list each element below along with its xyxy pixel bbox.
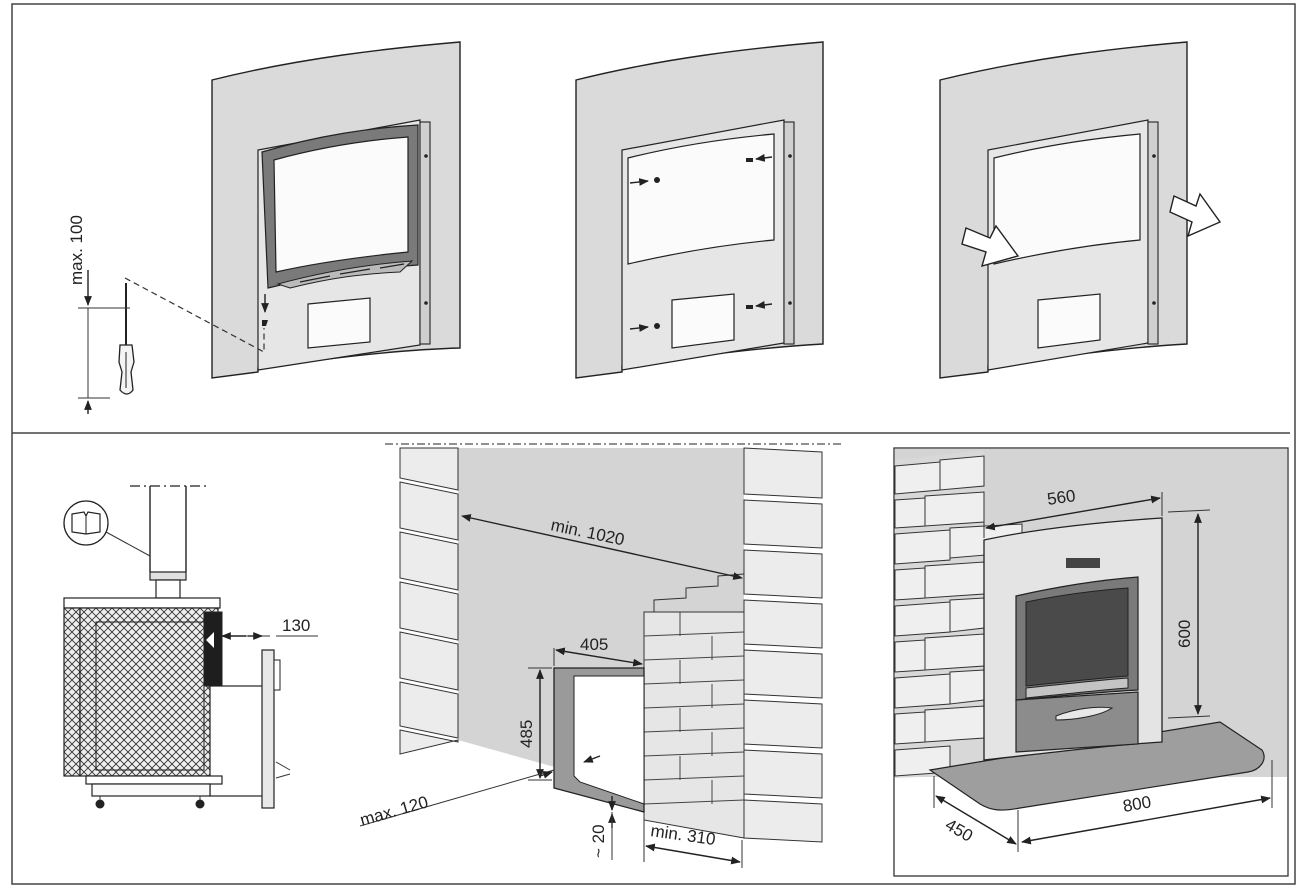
dim-405: 405 [580,635,608,654]
brick-infill [643,611,745,839]
corner-bricks [894,450,1023,778]
insulation-layer [63,607,81,777]
dim-560: 560 [1046,486,1077,509]
top-step-3 [939,41,1222,379]
side-rail [419,121,431,345]
left-brick-column [399,447,459,755]
outer-border [11,3,1296,885]
dim-approx-20: ~ 20 [589,824,608,858]
arrow-icon [961,224,1020,268]
stove-side-view: 130 [63,485,318,809]
door-glass [273,136,409,273]
right-brick-column [743,447,823,843]
dim-800: 800 [1121,792,1152,816]
dim-130: 130 [282,616,310,635]
screw-position-guide [124,277,265,353]
lower-vent [671,293,735,349]
side-rail [1147,121,1159,345]
installed-fireplace-view: 560 600 450 800 [893,447,1289,877]
door-opening [993,133,1141,265]
lower-vent [1037,293,1101,349]
front-cladding-profile [261,649,275,809]
door-glass [1025,587,1129,687]
side-rail [783,121,795,345]
manual-book-icon [63,500,109,546]
door-opening [627,133,775,265]
dim-600: 600 [1175,620,1194,648]
drawer-handle [1055,706,1114,721]
stone-basket [79,607,219,777]
screwdriver-icon [118,283,135,395]
ash-drawer [1015,691,1139,753]
brand-badge [1066,558,1100,568]
wall-opening-diagram: min. 1020 405 485 max. 120 ~ 20 min. 310 [358,443,842,868]
dim-max-100: max. 100 [67,215,86,285]
lower-vent [307,297,371,349]
dim-485: 485 [517,720,536,748]
arrow-icon [1169,192,1222,238]
dim-max-120: max. 120 [358,792,430,830]
air-grille [276,260,414,289]
top-step-2 [575,41,824,379]
top-step-1: max. 100 [67,41,461,414]
